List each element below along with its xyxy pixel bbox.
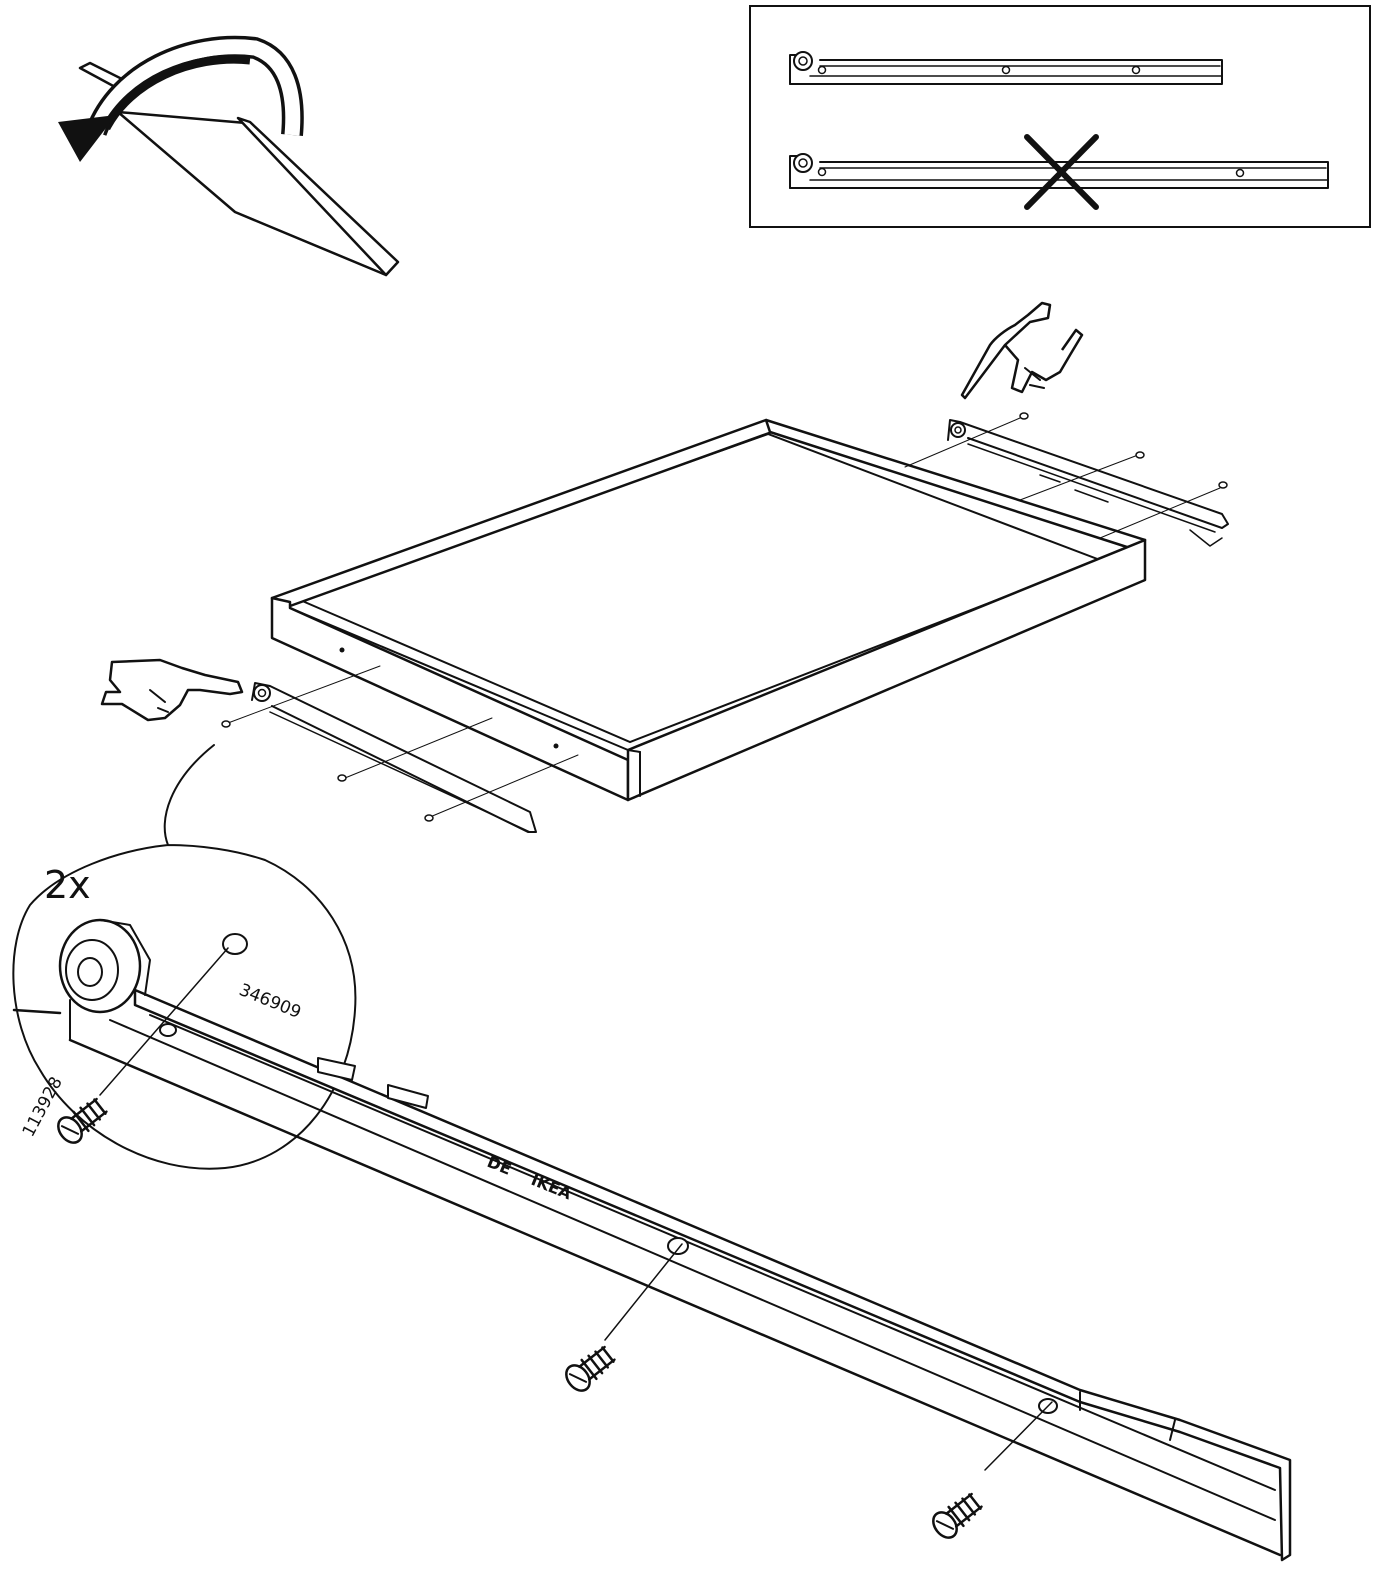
runner-rail-detail: DE IKEA [12, 918, 1292, 1562]
screw-icon [932, 1492, 983, 1539]
screw-icon [1019, 412, 1029, 420]
rear-runner-assembly [904, 412, 1229, 547]
drawer-frame [270, 418, 1147, 802]
screw-icon [1218, 481, 1228, 489]
pointing-hand-icon [960, 301, 1084, 400]
front-runner-assembly [221, 665, 579, 833]
screw-icon [221, 720, 231, 728]
flip-shelf-illustration [58, 35, 400, 277]
cross-mark-icon [1024, 134, 1099, 210]
screw-icon [57, 1097, 108, 1144]
rotate-arrow-icon [58, 35, 304, 162]
rail-correct [789, 51, 1223, 85]
screw-icon [565, 1345, 616, 1392]
rail-orientation-panel [749, 5, 1371, 228]
screw-guides [99, 947, 1053, 1471]
screw-icon [337, 774, 347, 782]
hole-part-number: 346909 [236, 980, 304, 1023]
wheel-icon [58, 918, 151, 1014]
detail-callout [12, 744, 357, 1170]
quantity-label: 2x [44, 863, 91, 907]
hole-icon [222, 933, 248, 955]
screw-icon [424, 814, 434, 822]
screw-icon [1135, 451, 1145, 459]
pointing-hand-icon [100, 658, 244, 722]
